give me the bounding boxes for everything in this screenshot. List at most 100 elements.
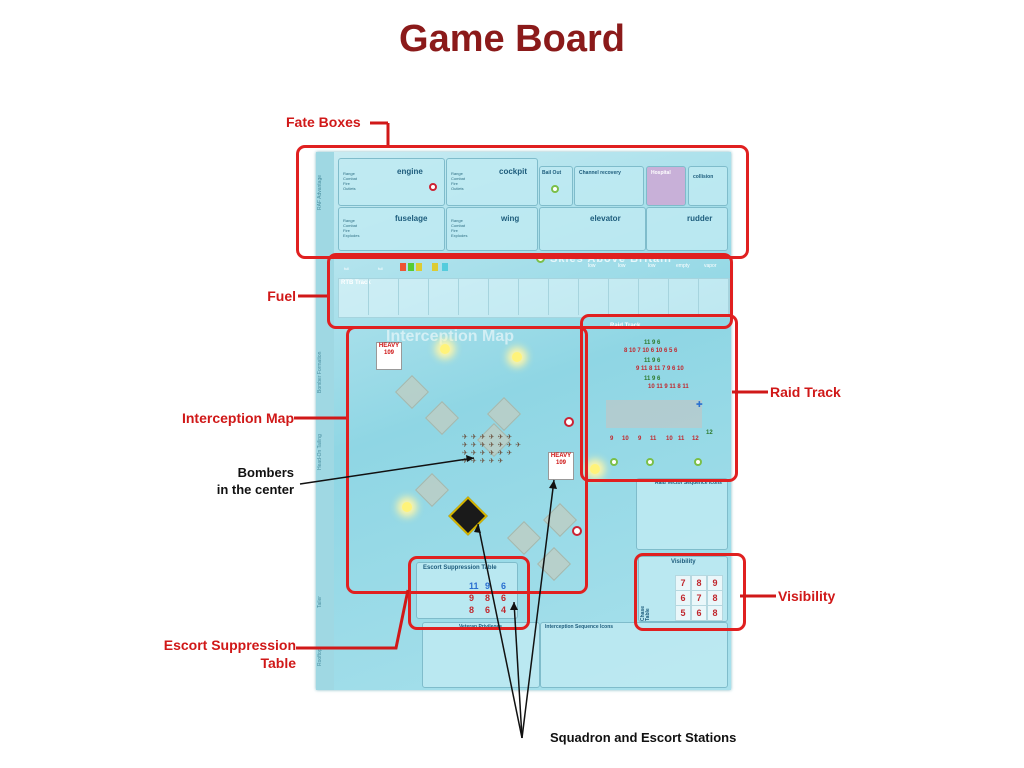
escort-value: 6 [501, 581, 507, 591]
bomber-formation[interactable]: ✈✈✈✈✈✈✈✈✈✈✈✈✈✈✈✈✈✈✈✈✈✈✈✈ [462, 434, 525, 465]
interception-seq-title: Interception Sequence Icons [545, 624, 614, 630]
fate-box-hospital: Hospital [646, 166, 686, 206]
chase-value: 6 [691, 605, 707, 621]
roundel-icon [610, 458, 618, 466]
label-line: Escort Suppression [163, 637, 296, 653]
fate-box-collision: collision [688, 166, 728, 206]
raid-number: 10 [666, 436, 673, 442]
label-fuel: Fuel [267, 288, 296, 304]
fuel-track-area: Fuel Track full full low low low empty v… [338, 255, 730, 326]
fate-box-label: cockpit [499, 167, 528, 176]
fate-box-rudder: rudder [646, 207, 728, 251]
label-fate-boxes: Fate Boxes [286, 114, 361, 130]
chase-value: 8 [707, 605, 723, 621]
fate-box-label: engine [397, 167, 423, 176]
target-icon [572, 526, 582, 536]
label-line: in the center [216, 482, 294, 497]
fate-box-label: Channel recovery [579, 170, 621, 176]
label-escort-suppression: Escort Suppression Table [150, 636, 296, 672]
fuel-level-label: low [618, 263, 626, 269]
fate-box-label: elevator [590, 214, 621, 223]
raid-number: 9 11 8 11 7 9 6 10 [636, 366, 684, 372]
red-cross-icon [429, 183, 437, 191]
rtb-cell [369, 279, 399, 315]
rtb-cell [639, 279, 669, 315]
fuel-level-label: low [588, 263, 596, 269]
heavy-109-token[interactable]: HEAVY 109 [548, 452, 574, 480]
rtb-cell [699, 279, 729, 315]
chase-value: 8 [691, 575, 707, 591]
connector-squadron [513, 601, 523, 739]
raid-number: 11 [678, 436, 685, 442]
connector-bombers [299, 457, 475, 485]
rtb-cell [399, 279, 429, 315]
rtb-cell [489, 279, 519, 315]
roundel-icon [694, 458, 702, 466]
escort-value: 11 [469, 581, 479, 591]
fate-box-elevator: elevator [539, 207, 646, 251]
rtb-cell [579, 279, 609, 315]
rtb-cell [519, 279, 549, 315]
sun-icon [440, 344, 450, 354]
fate-box-label: Hospital [651, 170, 671, 176]
fuel-marker-icon [416, 263, 422, 271]
fate-box-label: fuselage [395, 214, 428, 223]
escort-value: 6 [501, 593, 507, 603]
visibility-title: Visibility [671, 559, 696, 565]
fuel-marker-icon [432, 263, 438, 271]
visibility-panel: Visibility Chase Table 7 8 9 6 7 8 5 6 8 [638, 556, 728, 622]
parachute-icon [551, 185, 559, 193]
raid-track-outline [580, 314, 738, 482]
connector-squadron [521, 479, 555, 739]
fate-box-channel-recovery: Channel recovery [574, 166, 644, 206]
arrowhead-icon [474, 524, 481, 533]
raid-number: 8 10 7 10 6 10 6 5 6 [624, 348, 678, 354]
fuel-level-label: full [378, 266, 384, 271]
map-title: Interception Map [386, 328, 515, 345]
fate-boxes-outline [296, 145, 749, 259]
heavy-109-token[interactable]: HEAVY 109 [376, 342, 402, 370]
page-title: Game Board [399, 18, 625, 60]
fate-box-label: collision [693, 174, 714, 180]
escort-value: 4 [501, 605, 507, 615]
escort-value: 8 [469, 605, 475, 615]
label-bombers: Bombers in the center [194, 464, 294, 498]
sun-icon [590, 464, 600, 474]
fuel-level-label: low [648, 263, 656, 269]
raid-number: 11 9 6 [644, 358, 661, 364]
raid-cards[interactable] [606, 400, 702, 428]
escort-suppression-table: Escort Suppression Table 11 9 6 9 8 6 8 … [416, 562, 518, 619]
arrowhead-icon [549, 480, 557, 489]
raid-number: 11 [650, 436, 657, 442]
token-line: HEAVY [550, 453, 572, 459]
raid-number: 12 [706, 430, 713, 436]
escort-value: 6 [485, 605, 491, 615]
arrow-icon: ✚ [696, 400, 703, 409]
label-interception-map: Interception Map [181, 410, 294, 426]
label-squadron-escort: Squadron and Escort Stations [550, 730, 737, 745]
sun-icon [402, 502, 412, 512]
label-line: Table [260, 655, 296, 671]
raid-number: 9 [638, 436, 642, 442]
token-line: 109 [383, 350, 394, 356]
fate-box-label: rudder [687, 214, 713, 223]
fuel-level-label: vapor [704, 263, 717, 269]
arrowhead-icon [466, 455, 474, 462]
label-visibility: Visibility [778, 588, 836, 604]
rtb-cell [429, 279, 459, 315]
rtb-cell [459, 279, 489, 315]
rtb-cell [339, 279, 369, 315]
raid-vector-title: Raid Vector Sequence Icons [655, 480, 722, 486]
chase-value: 7 [675, 575, 691, 591]
fuel-marker-icon [442, 263, 448, 271]
fuel-level-label: empty [676, 263, 690, 269]
chase-value: 5 [675, 605, 691, 621]
